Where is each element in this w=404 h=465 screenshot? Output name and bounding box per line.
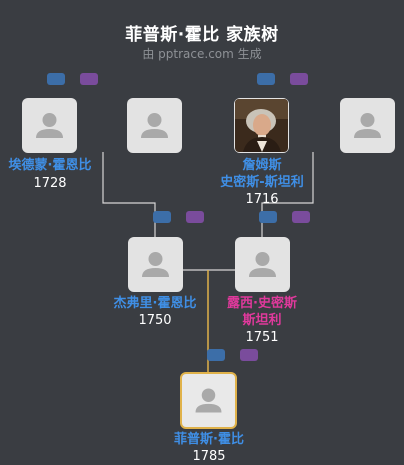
default-avatar-icon bbox=[354, 113, 381, 138]
couple-badge-female[interactable] bbox=[292, 211, 310, 223]
person-card-mother[interactable] bbox=[235, 237, 290, 292]
default-avatar-icon bbox=[249, 252, 276, 277]
couple-badge-female[interactable] bbox=[240, 349, 258, 361]
person-name: 杰弗里·霍恩比 bbox=[113, 296, 197, 311]
couple-badge-female[interactable] bbox=[290, 73, 308, 85]
couple-badge-female[interactable] bbox=[186, 211, 204, 223]
person-card-ggm-smith[interactable] bbox=[340, 98, 395, 153]
person-card-ggm-hobby[interactable] bbox=[127, 98, 182, 153]
default-avatar-icon bbox=[141, 113, 168, 138]
person-birth-year: 1728 bbox=[33, 176, 67, 191]
default-avatar-icon bbox=[36, 113, 63, 138]
person-birth-year: 1716 bbox=[245, 192, 279, 207]
couple-badge-male[interactable] bbox=[259, 211, 277, 223]
couple-badge-male[interactable] bbox=[207, 349, 225, 361]
default-avatar-icon bbox=[195, 388, 222, 413]
person-name: 菲普斯·霍比 bbox=[174, 432, 244, 447]
person-birth-year: 1750 bbox=[138, 313, 172, 328]
couple-badge-female[interactable] bbox=[80, 73, 98, 85]
page-subtitle: 由 pptrace.com 生成 bbox=[142, 47, 262, 61]
person-name: 埃德蒙·霍恩比 bbox=[8, 158, 92, 173]
person-card-self[interactable] bbox=[180, 372, 237, 429]
person-name: 露西·史密斯 bbox=[227, 296, 297, 311]
couple-badge-male[interactable] bbox=[47, 73, 65, 85]
person-name-cont: 史密斯-斯坦利 bbox=[220, 175, 304, 190]
person-name: 詹姆斯 bbox=[242, 158, 282, 173]
person-birth-year: 1751 bbox=[245, 330, 279, 345]
person-card-ggf-smith[interactable] bbox=[234, 98, 289, 153]
person-birth-year: 1785 bbox=[192, 449, 226, 464]
person-card-ggf-hobby[interactable] bbox=[22, 98, 77, 153]
page-title: 菲普斯·霍比 家族树 bbox=[125, 25, 279, 45]
connector-hobby-parents bbox=[102, 152, 156, 237]
portrait-photo bbox=[235, 99, 288, 152]
person-card-father[interactable] bbox=[128, 237, 183, 292]
couple-badge-male[interactable] bbox=[257, 73, 275, 85]
person-name-cont: 斯坦利 bbox=[242, 313, 282, 328]
default-avatar-icon bbox=[142, 252, 169, 277]
couple-badge-male[interactable] bbox=[153, 211, 171, 223]
